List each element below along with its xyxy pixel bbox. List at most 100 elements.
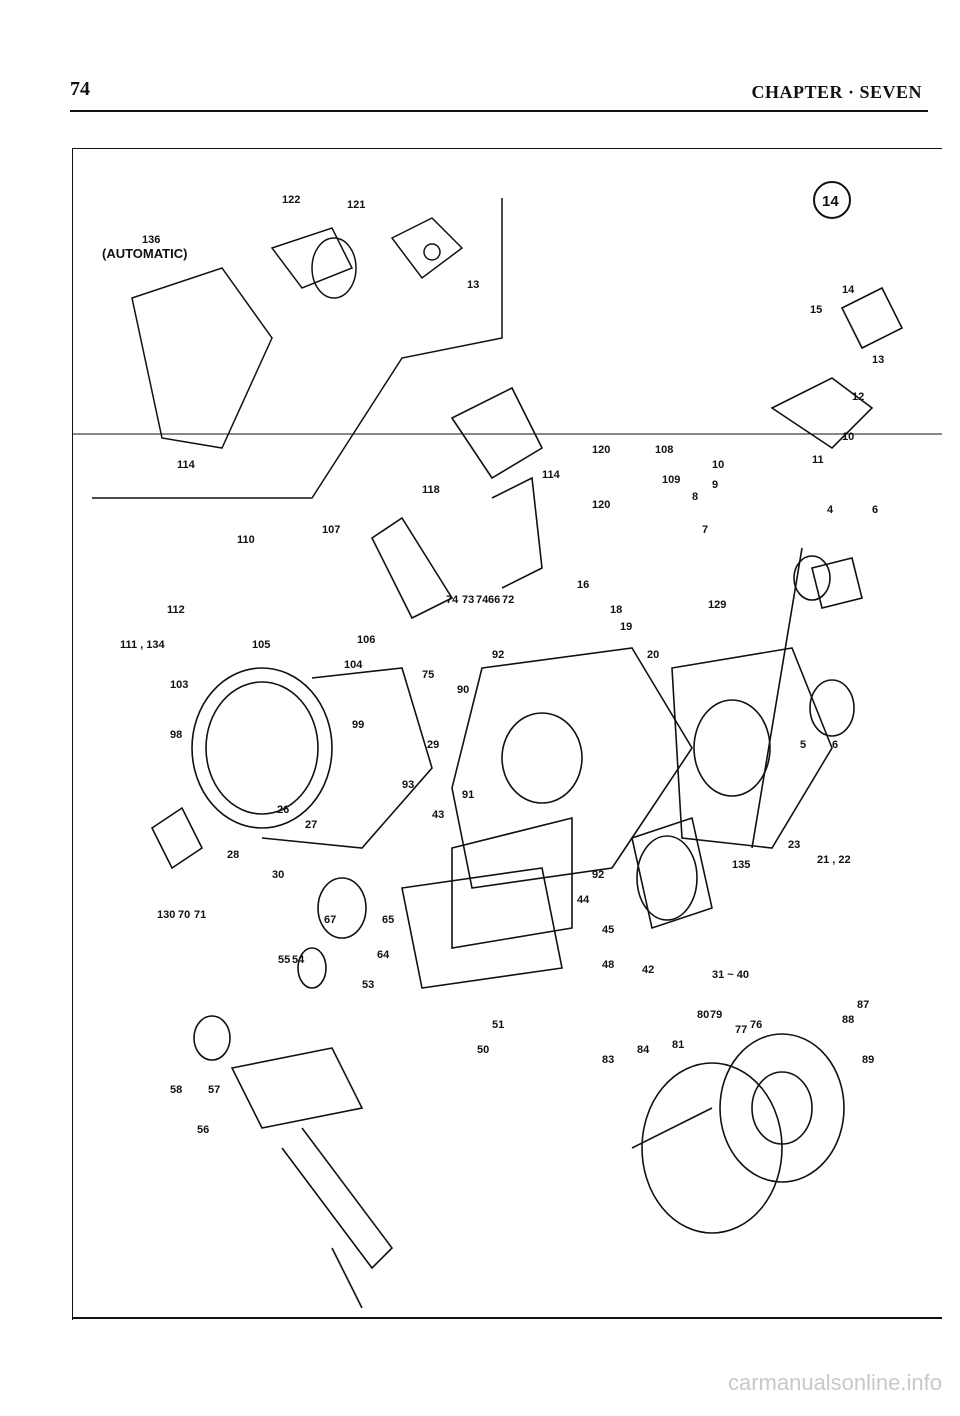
- part-label: 106: [357, 634, 375, 646]
- part-label: 48: [602, 959, 614, 971]
- part-label: 92: [592, 869, 604, 881]
- part-label: 74: [476, 594, 489, 606]
- part-label: 29: [427, 739, 439, 751]
- part-label: 80: [697, 1009, 709, 1021]
- part-label: 44: [577, 894, 590, 906]
- part-labels: 136 122 121 13 114 110 107 118 114 112 1…: [120, 194, 884, 1136]
- part-label: 9: [712, 479, 718, 491]
- part-label: 72: [502, 594, 514, 606]
- part-label: 30: [272, 869, 284, 881]
- part-label: 4: [827, 504, 834, 516]
- part-label: 6: [872, 504, 878, 516]
- part-label: 87: [857, 999, 869, 1011]
- part-label: 26: [277, 804, 289, 816]
- automatic-variant-label: (AUTOMATIC): [102, 246, 187, 261]
- part-label: 8: [692, 491, 698, 503]
- page-header: 74 CHAPTER · SEVEN: [70, 78, 930, 108]
- part-label: 120: [592, 444, 610, 456]
- part-label: 118: [422, 484, 440, 496]
- part-label: 114: [177, 459, 196, 471]
- part-label: 6: [832, 739, 838, 751]
- figure-number-badge: 14: [813, 181, 851, 219]
- part-label: 70: [178, 909, 190, 921]
- part-label: 23: [788, 839, 800, 851]
- part-label: 122: [282, 194, 300, 206]
- part-label: 11: [812, 454, 824, 466]
- part-label: 12: [852, 391, 864, 403]
- part-label: 111 , 134: [120, 639, 166, 651]
- part-label: 99: [352, 719, 364, 731]
- part-label: 21 , 22: [817, 854, 851, 866]
- part-label: 112: [167, 604, 185, 616]
- part-label: 74: [446, 594, 459, 606]
- part-label: 31 ~ 40: [712, 969, 749, 981]
- part-label: 107: [322, 524, 340, 536]
- part-label: 54: [292, 954, 305, 966]
- part-label: 16: [577, 579, 589, 591]
- part-label: 50: [477, 1044, 489, 1056]
- page-number: 74: [70, 78, 90, 100]
- part-label: 15: [810, 304, 822, 316]
- part-label: 56: [197, 1124, 209, 1136]
- part-label: 45: [602, 924, 614, 936]
- part-label: 81: [672, 1039, 684, 1051]
- part-label: 73: [462, 594, 474, 606]
- part-label: 98: [170, 729, 182, 741]
- part-label: 75: [422, 669, 434, 681]
- part-label: 76: [750, 1019, 762, 1031]
- part-label: 19: [620, 621, 632, 633]
- part-label: 51: [492, 1019, 504, 1031]
- part-label: 121: [347, 199, 365, 211]
- part-label: 105: [252, 639, 270, 651]
- part-label: 28: [227, 849, 239, 861]
- part-label: 110: [237, 534, 255, 546]
- part-label: 103: [170, 679, 188, 691]
- part-label: 43: [432, 809, 444, 821]
- part-label: 114: [542, 469, 561, 481]
- part-label: 77: [735, 1024, 747, 1036]
- chapter-title: CHAPTER · SEVEN: [751, 82, 922, 102]
- header-rule: [70, 110, 928, 112]
- exploded-diagram: 136 122 121 13 114 110 107 118 114 112 1…: [0, 147, 942, 1320]
- part-label: 53: [362, 979, 374, 991]
- part-label: 14: [842, 284, 855, 296]
- carburetor-body: [191, 286, 904, 989]
- part-label: 129: [708, 599, 726, 611]
- part-label: 83: [602, 1054, 614, 1066]
- part-label: 71: [194, 909, 206, 921]
- part-label: 84: [637, 1044, 650, 1056]
- part-label: 104: [344, 659, 363, 671]
- part-label: 109: [662, 474, 680, 486]
- part-label: 10: [712, 459, 724, 471]
- part-label: 18: [610, 604, 622, 616]
- part-label: 65: [382, 914, 394, 926]
- part-label: 67: [324, 914, 336, 926]
- part-label: 91: [462, 789, 474, 801]
- watermark: carmanualsonline.info: [727, 1370, 942, 1395]
- part-label: 135: [732, 859, 750, 871]
- part-label: 130: [157, 909, 175, 921]
- part-label: 136: [142, 234, 160, 246]
- part-label: 7: [702, 524, 708, 536]
- part-label: 13: [467, 279, 479, 291]
- part-label: 13: [872, 354, 884, 366]
- diaphragm-assembly: [631, 1033, 845, 1234]
- part-label: 92: [492, 649, 504, 661]
- part-label: 108: [655, 444, 673, 456]
- part-label: 89: [862, 1054, 874, 1066]
- part-label: 93: [402, 779, 414, 791]
- part-label: 20: [647, 649, 659, 661]
- part-label: 55: [278, 954, 290, 966]
- part-label: 57: [208, 1084, 220, 1096]
- part-label: 66: [488, 594, 500, 606]
- part-label: 42: [642, 964, 654, 976]
- part-label: 79: [710, 1009, 722, 1021]
- svg-text:14: 14: [822, 193, 839, 210]
- lower-linkage: [150, 806, 394, 1309]
- part-label: 88: [842, 1014, 854, 1026]
- part-label: 58: [170, 1084, 182, 1096]
- part-label: 120: [592, 499, 610, 511]
- part-label: 90: [457, 684, 469, 696]
- part-label: 10: [842, 431, 854, 443]
- part-label: 64: [377, 949, 390, 961]
